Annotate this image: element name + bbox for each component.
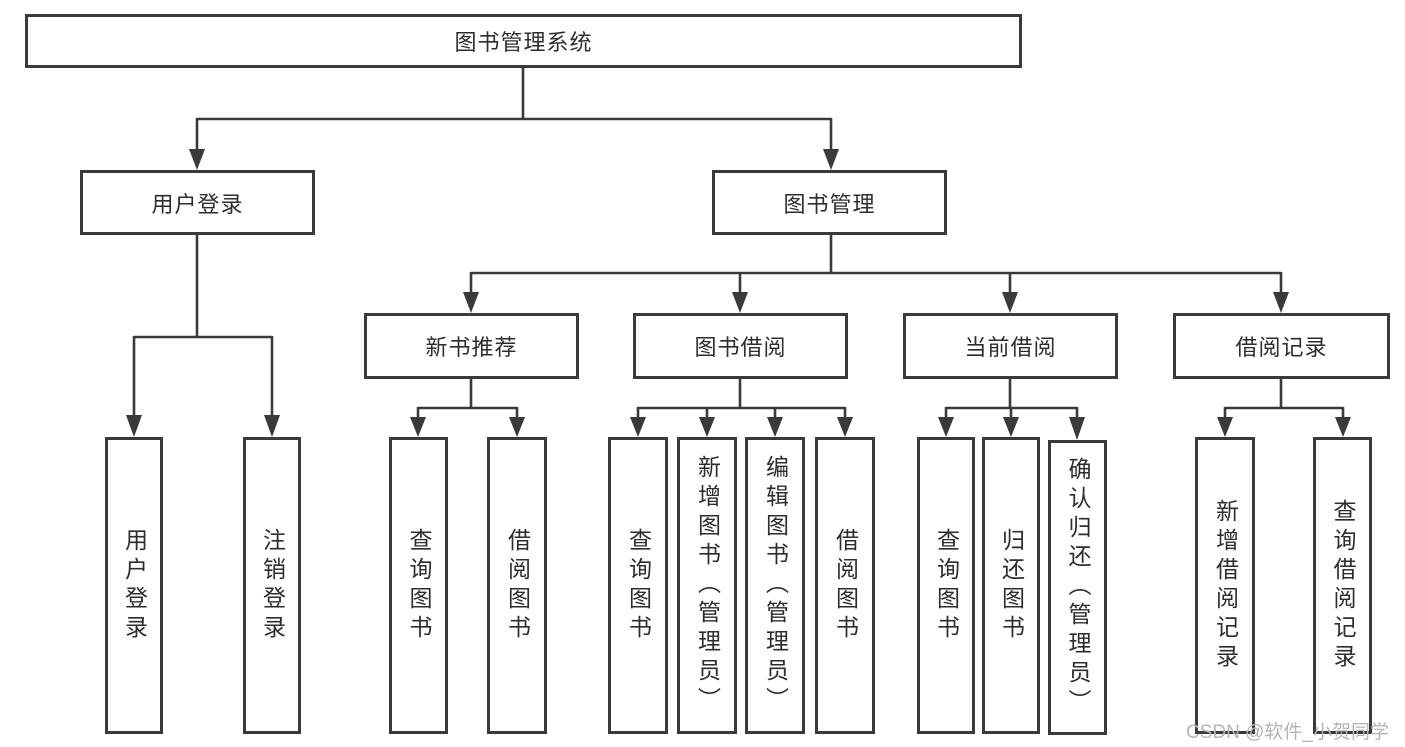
csdn-watermark: CSDN @软件_小贺同学 [1186,721,1389,743]
node-borrow-record: 借阅记录 [1173,313,1390,379]
node-book-borrow: 图书借阅 [633,313,848,379]
leaf-logout: 注销登录 [243,437,301,734]
leaf-borrow-query-books: 查询图书 [608,437,668,734]
node-new-book-recommend: 新书推荐 [364,313,579,379]
leaf-recommend-query-books: 查询图书 [389,437,448,734]
leaf-return-books: 归还图书 [982,437,1040,734]
leaf-query-borrow-record: 查询借阅记录 [1313,437,1372,734]
leaf-current-query-books: 查询图书 [917,437,975,734]
leaf-edit-books-admin: 编辑图书（管理员） [745,437,805,734]
leaf-borrow-books: 借阅图书 [815,437,875,734]
leaf-confirm-return-admin: 确认归还（管理员） [1048,440,1107,735]
leaf-user-login: 用户登录 [105,437,163,734]
node-root: 图书管理系统 [25,14,1022,68]
leaf-add-borrow-record: 新增借阅记录 [1195,437,1255,734]
leaf-recommend-borrow-books: 借阅图书 [487,437,547,734]
node-book-management: 图书管理 [712,170,947,235]
leaf-add-books-admin: 新增图书（管理员） [677,437,737,734]
node-user-login: 用户登录 [80,170,315,235]
node-current-borrow: 当前借阅 [903,313,1118,379]
